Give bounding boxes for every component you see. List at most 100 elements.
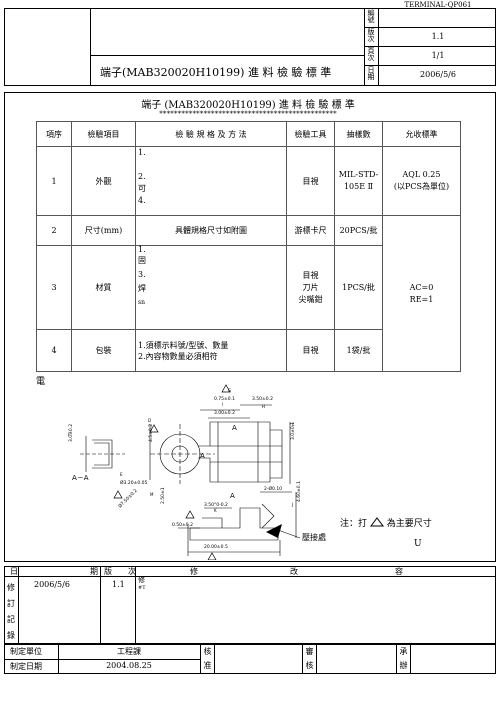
row-tool: 目視 刀片 尖嘴鉗 bbox=[286, 245, 335, 330]
row-sample: MIL-STD-105E Ⅱ bbox=[334, 146, 383, 216]
footer-col-4 bbox=[302, 644, 303, 674]
header-divider-3 bbox=[378, 8, 379, 86]
row-no: 2 bbox=[36, 215, 72, 246]
row-spec: 1.須標示料號/型號、數量 2.內容物數量必須相符 bbox=[135, 329, 287, 372]
footer-unit-value: 工程課 bbox=[117, 647, 141, 656]
revision-col-1 bbox=[18, 566, 19, 644]
table-row: 2 尺寸(mm) 具體規格尺寸如附圖 游標卡尺 20PCS/批 AC=0 RE=… bbox=[36, 215, 461, 372]
crimp-side-view bbox=[189, 507, 279, 541]
header-divider-1 bbox=[90, 8, 91, 86]
dim-text: 4.60±0.1 bbox=[296, 481, 302, 502]
footer-col-7 bbox=[410, 644, 411, 674]
revision-header-content-3: 容 bbox=[395, 567, 403, 576]
dim-text: 3.50±0.2 bbox=[252, 396, 273, 402]
dim-letter: J bbox=[291, 502, 293, 507]
key-mark-icon bbox=[207, 552, 217, 560]
revision-frame bbox=[4, 566, 496, 644]
table-header-row: 項序 檢驗項目 檢 驗 規 格 及 方 法 檢驗工具 抽樣數 允收標準 bbox=[36, 121, 461, 147]
row-no: 3 bbox=[36, 245, 72, 330]
dim-text: 20.00±0.5 bbox=[204, 544, 228, 550]
mark-u: U bbox=[414, 539, 422, 549]
document-subtitle: 端子 (MAB320020H10199) 進 料 檢 驗 標 準 bbox=[141, 100, 355, 111]
table-row: 4 包裝 1.須標示料號/型號、數量 2.內容物數量必須相符 目視 1袋/批 bbox=[36, 329, 461, 372]
revision-col-3 bbox=[135, 566, 136, 644]
header-value-version: 1.1 bbox=[431, 32, 445, 41]
dim-text: 4.5±0.2 bbox=[148, 424, 154, 442]
footer-date-value: 2004.08.25 bbox=[106, 661, 152, 670]
table-row: 1 外觀 1. 2. 可 4. 目視 MIL-STD-105E Ⅱ AQL 0.… bbox=[36, 146, 461, 216]
spec-line: 2. bbox=[138, 172, 146, 181]
revision-date: 2006/5/6 bbox=[34, 580, 70, 589]
dim-text: 3.00±0.2 bbox=[214, 410, 235, 416]
spec-line: 焊 bbox=[138, 284, 146, 293]
row-spec: 1. 2. 可 4. bbox=[135, 146, 287, 216]
row-tool: 目視 bbox=[286, 146, 335, 216]
dim-letter: G bbox=[228, 388, 231, 393]
header-label-version: 版次 bbox=[367, 28, 375, 43]
revision-header-content-2: 改 bbox=[290, 567, 298, 576]
tool-line: 尖嘴鉗 bbox=[298, 294, 323, 304]
spec-line: 固 bbox=[138, 256, 146, 265]
footer-col-5 bbox=[316, 644, 317, 674]
crimp-arrow bbox=[266, 524, 282, 538]
row-item: 材質 bbox=[71, 245, 136, 330]
revision-header-line bbox=[4, 576, 496, 577]
dim-text: 2-Ø0.10 bbox=[264, 485, 282, 492]
dim-text: Ø3.20±0.05 bbox=[120, 479, 147, 486]
revision-content: 修 #T bbox=[138, 576, 146, 592]
key-mark-icon bbox=[113, 490, 123, 499]
spec-line: 2.內容物數量必須相符 bbox=[138, 351, 218, 361]
header-value-code: TERMINAL-QP061 bbox=[404, 1, 472, 9]
stars-divider: ****************************************… bbox=[159, 110, 337, 118]
row-sample: 1袋/批 bbox=[334, 329, 383, 372]
header-row-2 bbox=[364, 46, 496, 47]
footer-approve-label: 核 准 bbox=[201, 645, 214, 673]
row-no: 4 bbox=[36, 329, 72, 372]
revision-header-content-1: 修 bbox=[190, 567, 198, 576]
dim-text: 0.75±0.1 bbox=[214, 396, 235, 402]
revision-content-line: 修 bbox=[138, 576, 145, 584]
revision-version: 1.1 bbox=[112, 580, 125, 589]
sign-char: 辦 bbox=[399, 661, 408, 670]
header-value-date: 2006/5/6 bbox=[420, 70, 456, 79]
header-label-page: 頁次 bbox=[367, 47, 375, 62]
accept-ac: AC=0 bbox=[409, 282, 434, 292]
spec-line: 1.須標示料號/型號、數量 bbox=[138, 340, 229, 350]
note-prefix: 注：打 bbox=[340, 519, 368, 529]
row-no: 1 bbox=[36, 146, 72, 216]
dim-text: 0.50±0.2 bbox=[172, 522, 193, 528]
accept-aql-unit: (以PCS為單位) bbox=[393, 182, 450, 191]
row-sample: 1PCS/批 bbox=[334, 245, 383, 330]
tool-line: 目視 bbox=[302, 270, 319, 280]
crimp-label: 壓接處 bbox=[302, 533, 326, 542]
spec-line: sn bbox=[138, 299, 145, 306]
header-divider-2 bbox=[364, 8, 365, 86]
col-header-spec: 檢 驗 規 格 及 方 法 bbox=[135, 121, 287, 147]
revision-content-line: #T bbox=[138, 585, 146, 591]
footer-mid-line bbox=[4, 659, 200, 660]
row-spec: 具體規格尺寸如附圖 bbox=[135, 215, 287, 246]
footer-col-1 bbox=[58, 644, 59, 674]
side-char: 記 bbox=[7, 615, 15, 624]
sign-char: 核 bbox=[305, 661, 314, 670]
header-label-code: 編號 bbox=[367, 9, 375, 24]
side-char: 修 bbox=[7, 583, 15, 592]
accept-criteria-aql: AQL 0.25 (以PCS為單位) bbox=[382, 146, 461, 216]
section-letter: A bbox=[230, 492, 235, 500]
accept-criteria-ac: AC=0 RE=1 bbox=[382, 215, 461, 372]
footer-col-3 bbox=[214, 644, 215, 674]
revision-header-date-1: 日 bbox=[10, 567, 18, 576]
spec-line: 4. bbox=[138, 196, 146, 205]
col-header-no: 項序 bbox=[36, 121, 72, 147]
header-row-3 bbox=[364, 65, 496, 66]
footer-handle-label: 承 辦 bbox=[397, 645, 410, 673]
col-header-accept: 允收標準 bbox=[382, 121, 461, 147]
footer-date-label: 制定日期 bbox=[10, 662, 42, 671]
key-mark-icon bbox=[149, 424, 159, 433]
revision-col-2 bbox=[100, 566, 101, 644]
key-mark-icon bbox=[221, 384, 231, 393]
footer-col-2 bbox=[200, 644, 201, 674]
drawing-label: 電 bbox=[36, 377, 46, 387]
spec-line: 可 bbox=[138, 184, 146, 193]
header-value-page: 1/1 bbox=[431, 51, 445, 60]
